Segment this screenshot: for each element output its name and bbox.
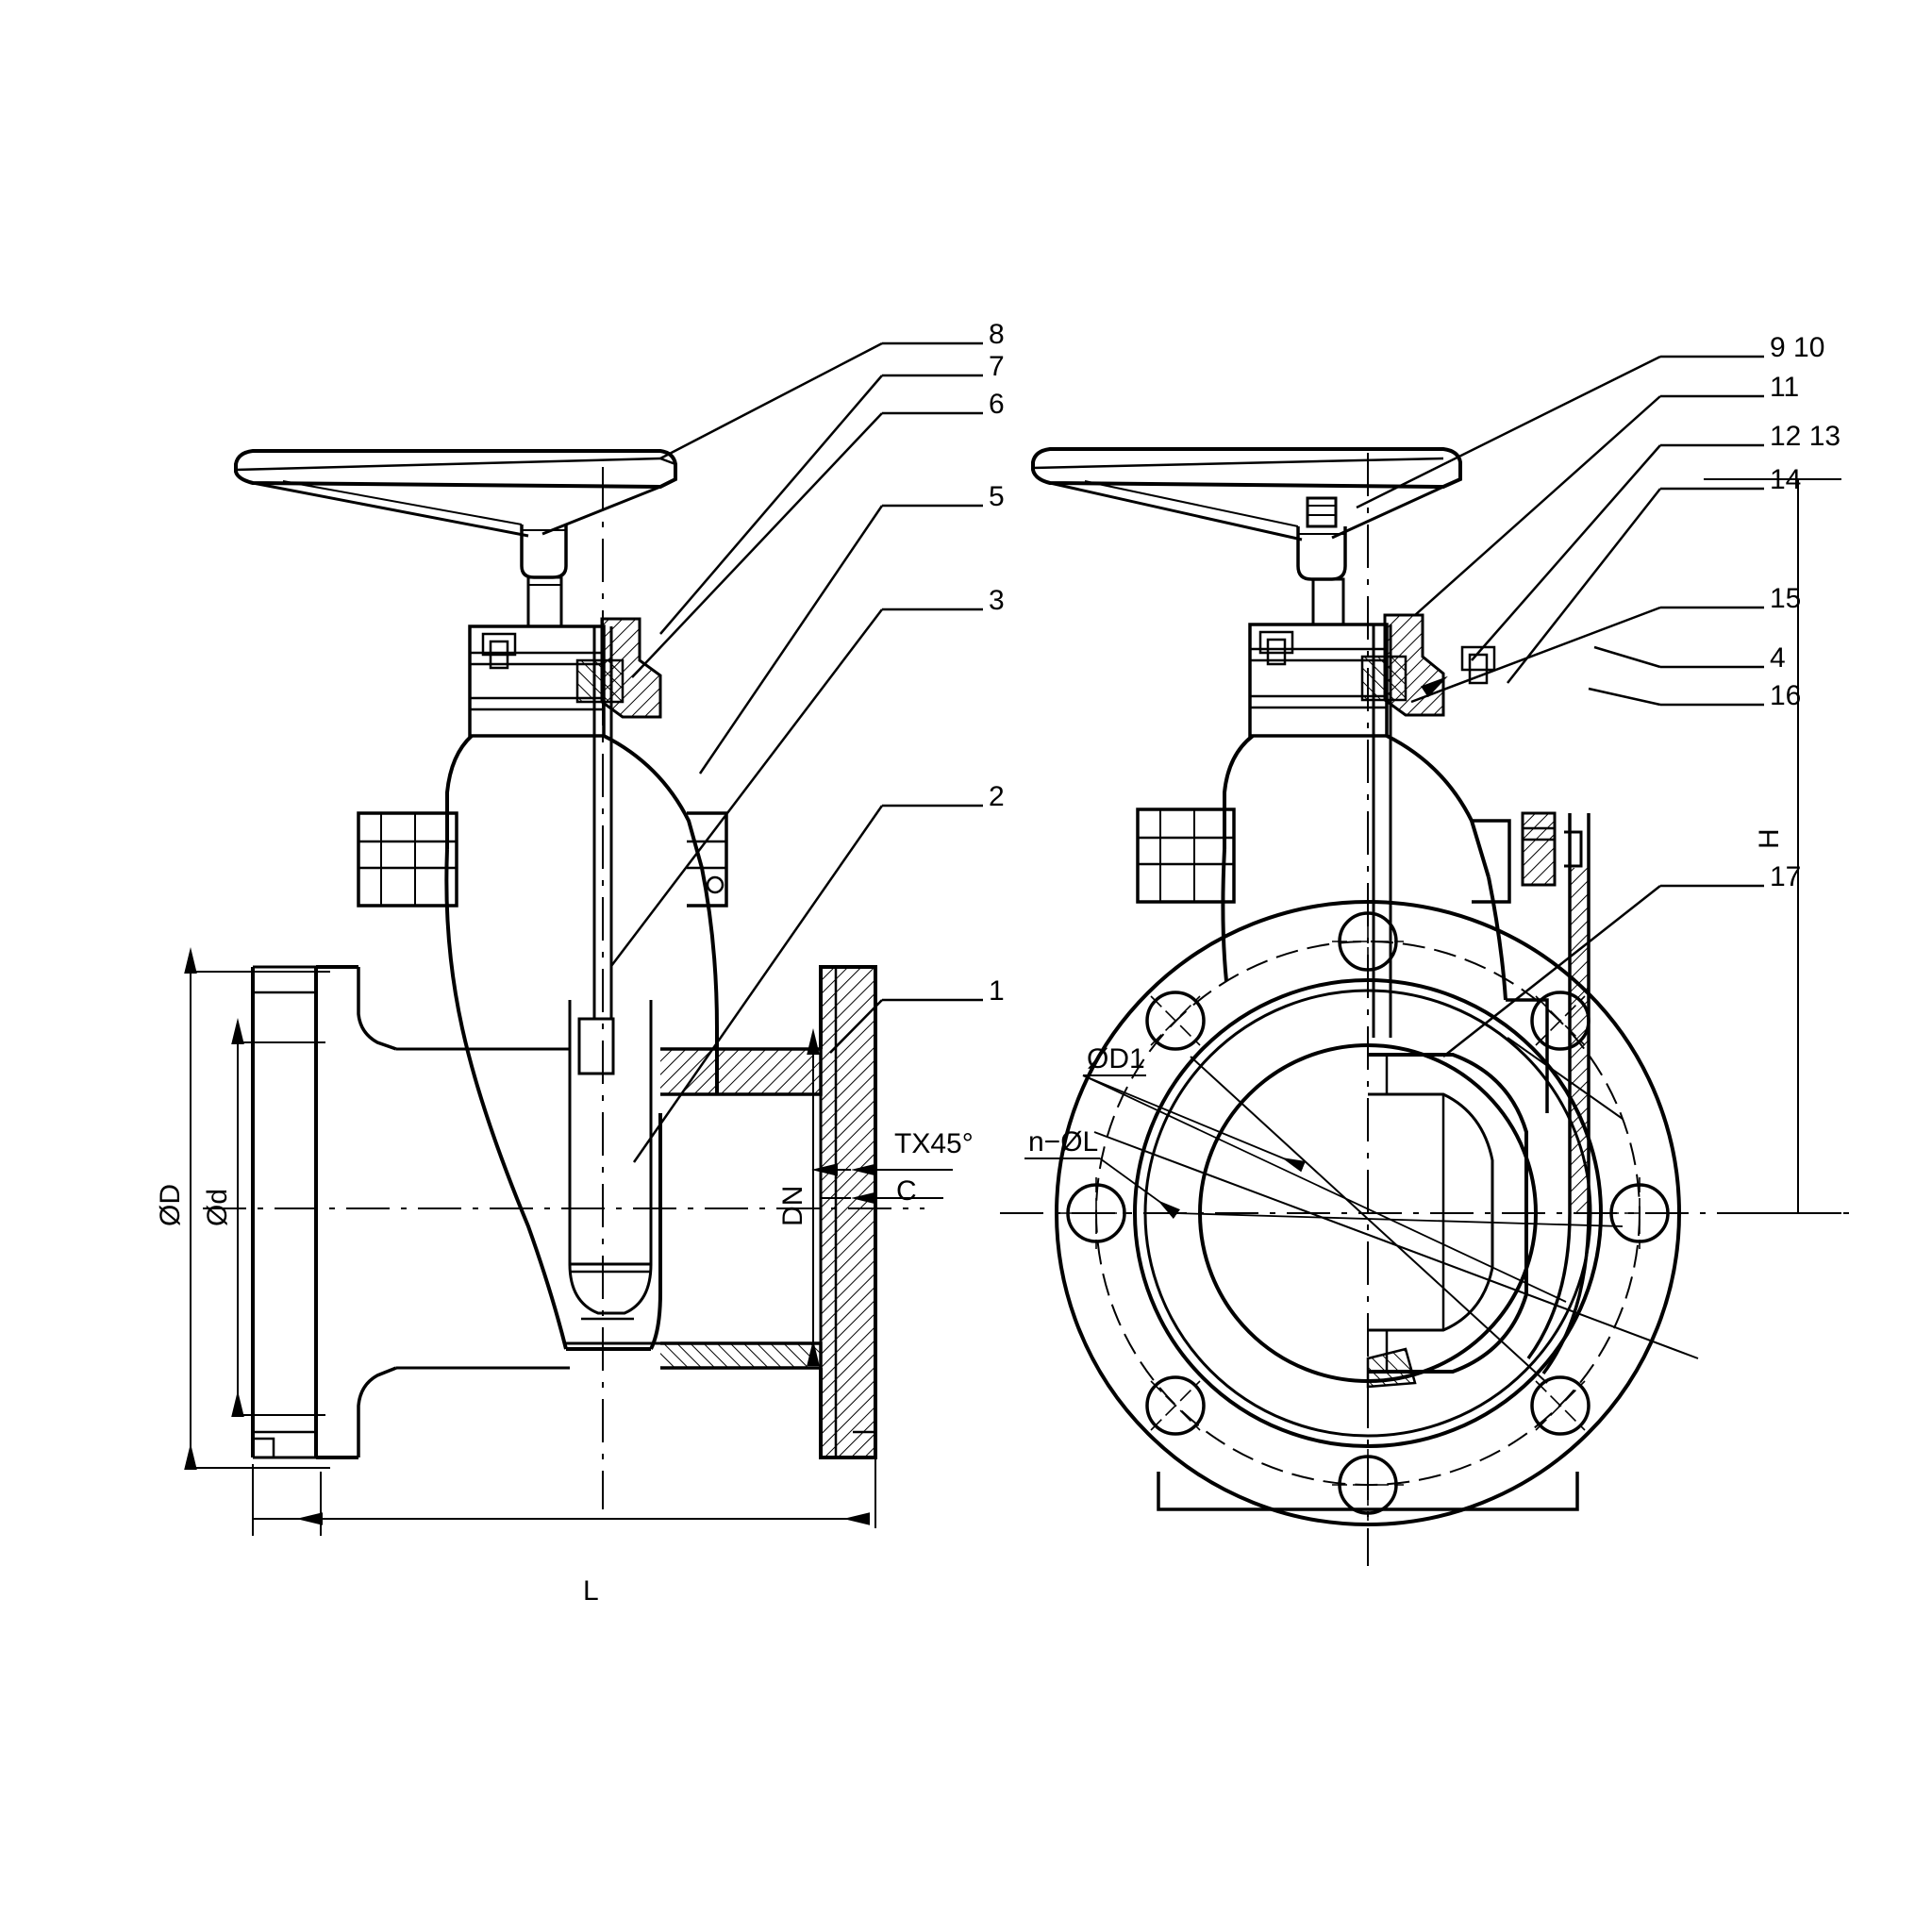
valve-body-outline bbox=[444, 848, 719, 1351]
dimension-bolt-circle-diameter: ØD1 bbox=[1087, 1043, 1145, 1074]
dimension-bolt-holes: n−ØL bbox=[1028, 1126, 1098, 1158]
callout-17: 17 bbox=[1770, 861, 1801, 892]
callout-5: 5 bbox=[989, 481, 1005, 512]
bonnet-flange-right bbox=[1136, 808, 1583, 904]
callout-12-13: 12 13 bbox=[1770, 421, 1840, 452]
dimension-length: L bbox=[583, 1575, 599, 1607]
bolt-hole bbox=[1145, 1375, 1206, 1436]
callout-16: 16 bbox=[1770, 680, 1801, 711]
dimension-outer-diameter: ØD bbox=[155, 1184, 186, 1226]
left-view-dimension-lines bbox=[184, 947, 953, 1536]
right-view-dimension-lines bbox=[1024, 478, 1841, 1303]
callout-8: 8 bbox=[989, 319, 1005, 350]
bolt-hole bbox=[1145, 991, 1206, 1051]
inlet-flange-left bbox=[251, 965, 570, 1459]
dimension-inner-diameter: Ød bbox=[202, 1189, 233, 1226]
handwheel bbox=[234, 449, 677, 579]
callout-15: 15 bbox=[1770, 583, 1801, 614]
callout-7: 7 bbox=[989, 351, 1005, 382]
callout-9-10: 9 10 bbox=[1770, 332, 1824, 363]
callout-2: 2 bbox=[989, 781, 1005, 812]
callout-3: 3 bbox=[989, 585, 1005, 616]
callout-11: 11 bbox=[1770, 372, 1799, 403]
right-view-leaders bbox=[1356, 355, 1764, 1058]
left-view-leaders bbox=[610, 341, 983, 1163]
dimension-c: C bbox=[896, 1175, 917, 1207]
callout-6: 6 bbox=[989, 389, 1005, 420]
callout-1: 1 bbox=[989, 975, 1005, 1007]
bonnet-dome bbox=[445, 734, 704, 869]
callout-4: 4 bbox=[1770, 642, 1786, 674]
left-view-front-section bbox=[203, 449, 924, 1509]
label-layer: 8 7 6 5 3 2 1 ØD Ød DN TX45° C L 9 10 11… bbox=[155, 319, 1840, 1607]
bolt-hole bbox=[1530, 1375, 1591, 1436]
right-view-end-view bbox=[1000, 447, 1849, 1566]
body-bottom-seat bbox=[1157, 1472, 1579, 1511]
callout-14: 14 bbox=[1770, 464, 1801, 495]
dimension-height: H bbox=[1754, 828, 1785, 849]
gate-wedge bbox=[566, 1000, 660, 1345]
dimension-nominal-diameter: DN bbox=[777, 1186, 808, 1226]
dimension-chamfer: TX45° bbox=[894, 1128, 974, 1159]
handwheel-right bbox=[1031, 447, 1462, 581]
